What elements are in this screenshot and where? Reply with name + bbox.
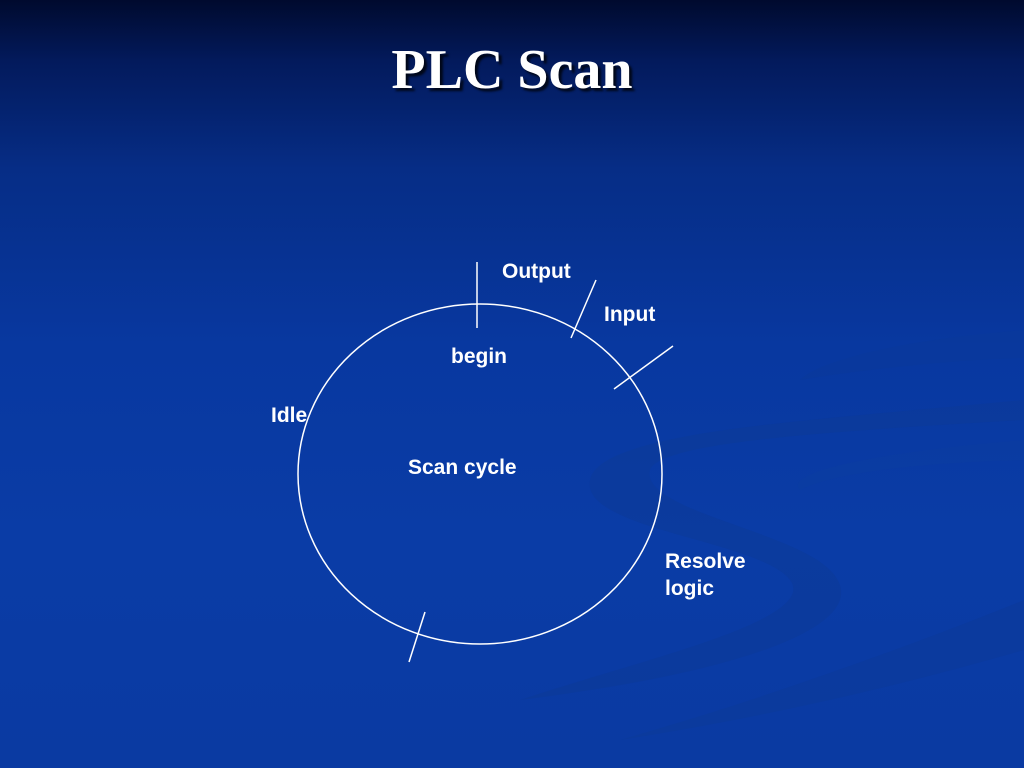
input-label: Input	[604, 303, 656, 326]
scan-cycle-circle	[297, 303, 663, 645]
begin-label: begin	[451, 345, 507, 368]
resolve-logic-label: Resolve logic	[665, 548, 775, 602]
slide-title: PLC Scan	[391, 39, 633, 101]
scan-cycle-label: Scan cycle	[408, 456, 517, 479]
idle-label: Idle	[271, 404, 308, 427]
resolve-logic-tick	[613, 345, 674, 390]
resolve-logic-line1: Resolve	[665, 550, 746, 573]
input-tick	[570, 279, 597, 339]
resolve-logic-line2: logic	[665, 577, 715, 600]
output-label: Output	[502, 260, 571, 283]
idle-tick	[408, 611, 426, 663]
